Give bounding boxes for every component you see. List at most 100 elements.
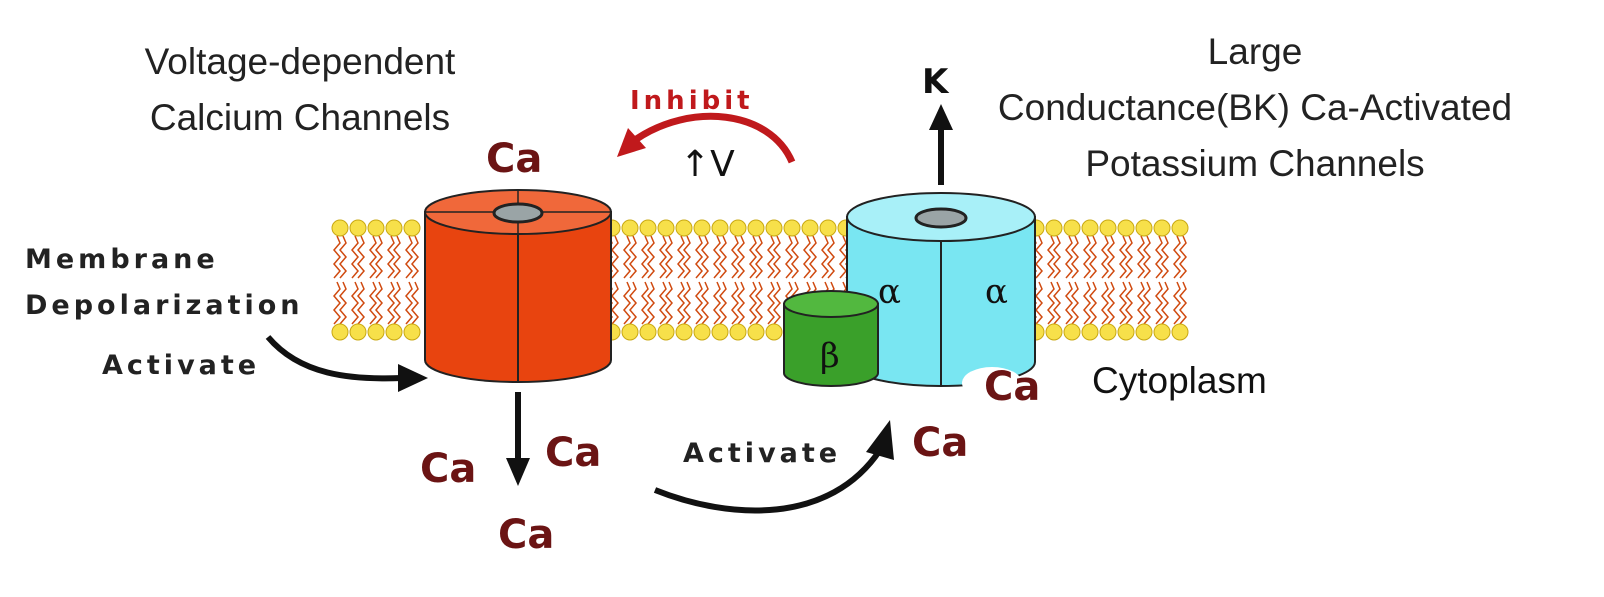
lipid-tail (641, 235, 649, 279)
lipid-head (729, 219, 747, 237)
lipid-tail (1137, 235, 1145, 279)
lipid-tail (713, 281, 721, 325)
lipid-tail (375, 281, 383, 325)
beta-subunit-label: β (820, 336, 840, 376)
lipid-tail (659, 235, 667, 279)
lipid-tail (1047, 235, 1055, 279)
lipid-tail (1161, 235, 1169, 279)
lipid-head (639, 219, 657, 237)
alpha-subunit-right-label: α (985, 272, 1008, 312)
lipid-tail (731, 235, 739, 279)
potassium-efflux-arrow (929, 104, 953, 185)
lipid-head (711, 323, 729, 341)
lipid-tail (1083, 281, 1091, 325)
lipid-tail (339, 235, 347, 279)
lipid-tail (1137, 281, 1145, 325)
lipid-tail (809, 235, 817, 279)
lipid-tail (405, 235, 413, 279)
lipid-tail (701, 235, 709, 279)
lipid-head (1081, 323, 1099, 341)
lipid-head (1063, 323, 1081, 341)
calcium-influx-arrow (506, 392, 530, 486)
lipid-tail (839, 235, 847, 279)
lipid-tail (623, 235, 631, 279)
calcium-bottom-label: Ca (498, 512, 555, 558)
lipid-head (639, 323, 657, 341)
lipid-head (367, 219, 385, 237)
lipid-tail (785, 235, 793, 279)
lipid-tail (387, 235, 395, 279)
lipid-tail (1179, 281, 1187, 325)
lipid-tail (1173, 235, 1181, 279)
lipid-head (331, 219, 349, 237)
lipid-head (1117, 323, 1135, 341)
vdcc-title-line-1: Voltage-dependent (144, 41, 456, 82)
lipid-tail (411, 235, 419, 279)
activate-bottom-label: Activate (683, 438, 842, 469)
lipid-head (765, 323, 783, 341)
lipid-tail (767, 235, 775, 279)
lipid-head (729, 323, 747, 341)
lipid-head (657, 323, 675, 341)
lipid-tail (1065, 281, 1073, 325)
calcium-extracellular-label: Ca (486, 136, 543, 182)
lipid-head (1135, 219, 1153, 237)
bk-title-line-2: Conductance(BK) Ca-Activated (997, 87, 1513, 128)
lipid-head (621, 219, 639, 237)
lipid-tail (749, 235, 757, 279)
lipid-tail (357, 281, 365, 325)
lipid-tail (375, 235, 383, 279)
lipid-tail (1071, 281, 1079, 325)
lipid-tail (821, 235, 829, 279)
depolarization-label: Depolarization (25, 290, 304, 321)
lipid-tail (731, 281, 739, 325)
lipid-tail (773, 235, 781, 279)
inhibit-label: Inhibit (630, 86, 754, 116)
lipid-tail (369, 235, 377, 279)
lipid-head (783, 219, 801, 237)
lipid-tail (1155, 281, 1163, 325)
lipid-tail (1035, 235, 1043, 279)
lipid-tail (333, 235, 341, 279)
lipid-head (1081, 219, 1099, 237)
lipid-head (1171, 323, 1189, 341)
lipid-tail (357, 235, 365, 279)
lipid-tail (339, 281, 347, 325)
lipid-head (819, 219, 837, 237)
membrane-label: Membrane (25, 244, 219, 275)
lipid-tail (803, 235, 811, 279)
lipid-head (403, 323, 421, 341)
lipid-tail (1107, 235, 1115, 279)
lipid-head (385, 323, 403, 341)
alpha-subunit-left-label: α (878, 272, 901, 312)
lipid-head (1153, 219, 1171, 237)
lipid-tail (737, 281, 745, 325)
lipid-tail (737, 235, 745, 279)
beta-subunit (783, 290, 879, 387)
lipid-tail (659, 281, 667, 325)
inhibit-arrow (617, 112, 796, 164)
lipid-head (1099, 219, 1117, 237)
lipid-tail (1065, 235, 1073, 279)
calcium-bk-below-label: Ca (912, 420, 969, 466)
lipid-tail (713, 235, 721, 279)
lipid-tail (1161, 281, 1169, 325)
lipid-tail (333, 281, 341, 325)
lipid-tail (387, 281, 395, 325)
calcium-left-label: Ca (420, 446, 477, 492)
vdcc-title-line-2: Calcium Channels (149, 97, 451, 138)
lipid-tail (701, 281, 709, 325)
voltage-increase-label: ↑V (680, 144, 735, 185)
lipid-tail (629, 281, 637, 325)
depolarization-activate-arrow (265, 335, 428, 392)
lipid-tail (647, 281, 655, 325)
bk-title-line-3: Potassium Channels (1085, 143, 1425, 184)
lipid-tail (1101, 235, 1109, 279)
lipid-tail (1119, 235, 1127, 279)
lipid-tail (695, 281, 703, 325)
lipid-head (1117, 219, 1135, 237)
lipid-head (1063, 219, 1081, 237)
lipid-tail (665, 235, 673, 279)
lipid-tail (351, 281, 359, 325)
